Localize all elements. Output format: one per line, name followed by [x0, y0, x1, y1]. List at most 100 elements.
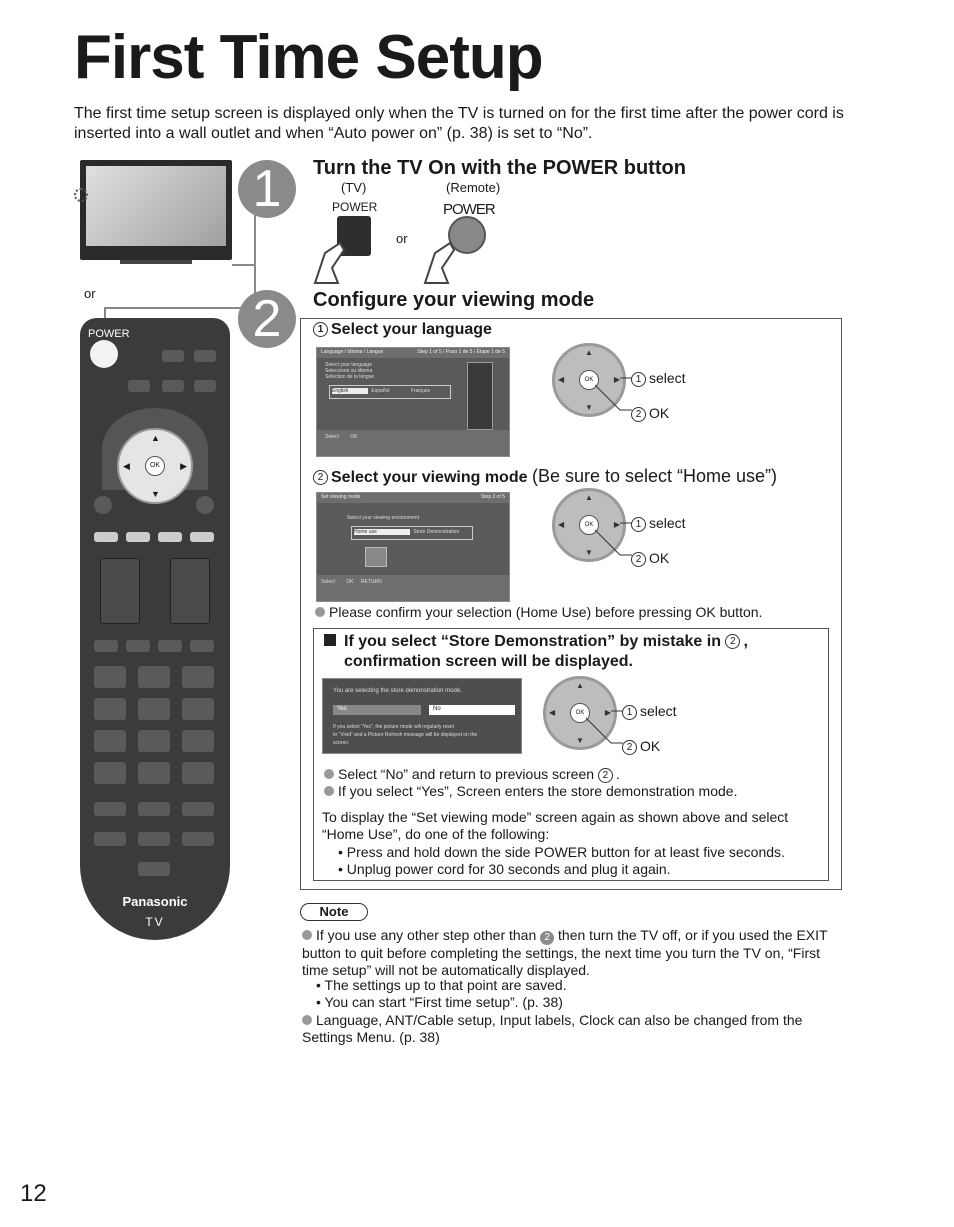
screen-footer-select: Select	[321, 579, 335, 585]
mistake-sub-bullet: • Press and hold down the side POWER but…	[338, 844, 785, 860]
screen-prompt: Select your language	[325, 362, 372, 368]
right-arrow-icon[interactable]: ▶	[180, 461, 187, 471]
remote-power-text: POWER	[443, 201, 496, 218]
screen-footer-ok: OK	[350, 434, 358, 440]
tv-power-marker-icon	[74, 188, 88, 202]
option-english[interactable]: English	[332, 388, 368, 394]
remote-number-button[interactable]	[182, 698, 214, 720]
remote-button[interactable]	[138, 832, 170, 846]
remote-button[interactable]	[126, 640, 150, 652]
remote-button[interactable]	[158, 640, 182, 652]
remote-button[interactable]	[182, 802, 214, 816]
remote-color-button[interactable]	[190, 532, 214, 542]
remote-color-button[interactable]	[94, 532, 118, 542]
screen-prompt: Select your viewing environment	[347, 515, 419, 521]
intro-text: The first time setup screen is displayed…	[74, 105, 844, 142]
remote-button[interactable]	[138, 802, 170, 816]
dpad-illustration: ▲ ▼ ◀ ▶ OK	[543, 676, 617, 750]
square-bullet-icon	[324, 634, 336, 646]
left-arrow-icon: ◀	[558, 375, 565, 384]
remote-power-button-illustration[interactable]	[448, 216, 486, 254]
yes-option[interactable]: Yes	[333, 705, 421, 715]
remote-button[interactable]	[94, 640, 118, 652]
remote-color-button[interactable]	[126, 532, 150, 542]
screen-step: Step 2 of 5	[480, 494, 505, 500]
right-arrow-icon: ▶	[613, 375, 620, 384]
step-1-marker: 1	[238, 160, 296, 218]
store-demo-screen: You are selecting the store demonstratio…	[322, 678, 522, 754]
sub-step-2-title: Select your viewing mode	[331, 469, 528, 486]
option-home-use[interactable]: Home use	[354, 529, 410, 535]
remote-tv-label: TV	[145, 915, 165, 929]
remote-button[interactable]	[94, 832, 126, 846]
up-arrow-icon[interactable]: ▲	[151, 433, 160, 443]
remote-or-label: or	[84, 286, 96, 301]
hand-pointer-icon	[313, 241, 346, 284]
right-arrow-icon: ▶	[613, 520, 620, 529]
note-sub-bullet: • You can start “First time setup”. (p. …	[316, 994, 563, 1010]
sub-step-1-title: Select your language	[331, 321, 492, 338]
remote-number-button[interactable]	[94, 666, 126, 688]
up-arrow-icon: ▲	[585, 493, 593, 502]
remote-number-button[interactable]	[138, 698, 170, 720]
remote-number-button[interactable]	[94, 698, 126, 720]
page-number: 12	[20, 1180, 47, 1207]
mistake-box	[313, 628, 829, 881]
remote-button[interactable]	[128, 380, 150, 392]
remote-button[interactable]	[194, 350, 216, 362]
screen-footer-select: Select	[325, 434, 339, 440]
remote-dpad[interactable]: ▲ ▼ ◀ ▶ OK	[117, 428, 193, 504]
remote-button[interactable]	[138, 862, 170, 876]
tv-label: (TV)	[341, 180, 367, 195]
remote-rocker-button[interactable]	[100, 558, 140, 624]
dpad-callout-lines	[594, 377, 632, 411]
down-arrow-icon: ▼	[576, 736, 584, 745]
option-espanol[interactable]: Español	[371, 388, 390, 394]
remote-number-button[interactable]	[94, 730, 126, 752]
remote-power-button[interactable]	[90, 340, 118, 368]
step-2-heading: Configure your viewing mode	[313, 289, 595, 311]
down-arrow-icon[interactable]: ▼	[151, 489, 160, 499]
up-arrow-icon: ▲	[585, 348, 593, 357]
remote-number-button[interactable]	[94, 762, 126, 784]
energy-star-icon	[365, 547, 387, 567]
remote-rocker-button[interactable]	[170, 558, 210, 624]
remote-number-button[interactable]	[138, 730, 170, 752]
remote-number-button[interactable]	[182, 666, 214, 688]
no-option[interactable]: No	[429, 705, 515, 715]
option-store-demo[interactable]: Store Demonstration	[413, 529, 460, 535]
remote-number-button[interactable]	[138, 666, 170, 688]
remote-button[interactable]	[162, 350, 184, 362]
screen-prompt: Seleccione su idioma	[325, 368, 373, 374]
step-2-inline-icon: 2	[540, 931, 555, 945]
remote-number-button[interactable]	[182, 730, 214, 752]
remote-ok-button[interactable]: OK	[145, 456, 165, 476]
screen-footer-ok: OK	[346, 579, 354, 585]
remote-number-button[interactable]	[138, 762, 170, 784]
remote-button[interactable]	[162, 380, 184, 392]
step-2-box	[300, 318, 842, 890]
remote-button[interactable]	[94, 802, 126, 816]
remote-power-label: POWER	[88, 328, 130, 340]
left-arrow-icon[interactable]: ◀	[123, 461, 130, 471]
language-screen: Language / Idioma / Langue Step 1 of 5 /…	[316, 347, 510, 457]
option-francais[interactable]: Français	[410, 388, 430, 394]
page-title: First Time Setup	[74, 23, 544, 92]
dpad-callout-lines	[594, 522, 632, 556]
language-options: English Español Français	[329, 385, 451, 399]
remote-button[interactable]	[182, 832, 214, 846]
hand-pointer-icon	[423, 241, 456, 284]
remote-round-button[interactable]	[94, 496, 112, 514]
remote-button[interactable]	[194, 380, 216, 392]
remote-button[interactable]	[190, 640, 214, 652]
remote-round-button[interactable]	[196, 496, 214, 514]
mistake-paragraph: To display the “Set viewing mode” screen…	[322, 809, 789, 842]
remote-number-button[interactable]	[182, 762, 214, 784]
mistake-heading: If you select “Store Demonstration” by m…	[324, 632, 824, 672]
screen-title: Set viewing mode	[321, 494, 361, 500]
remote-color-button[interactable]	[158, 532, 182, 542]
